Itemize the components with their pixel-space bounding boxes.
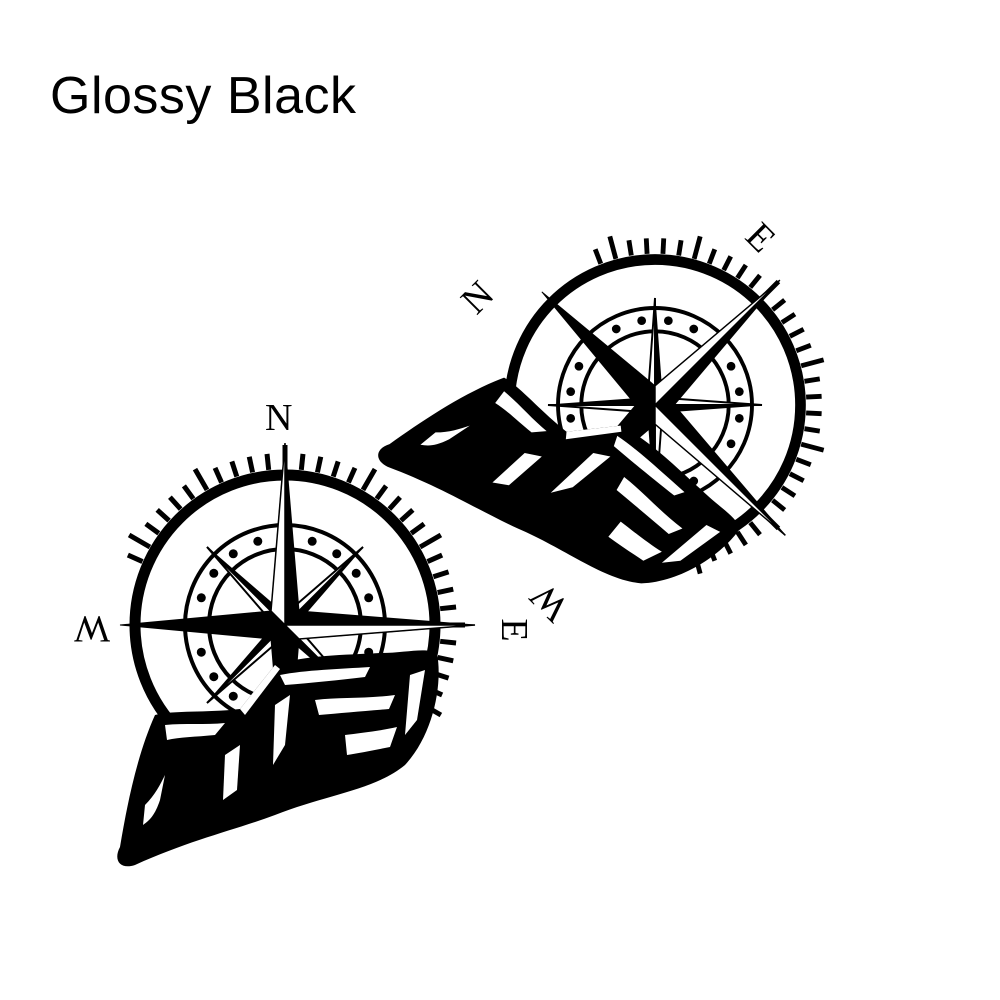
compass-decal-right <box>374 165 910 701</box>
color-title: Glossy Black <box>50 67 357 125</box>
east-label-right: E <box>737 215 783 261</box>
west-label-left: W <box>74 607 110 649</box>
north-label-right: N <box>453 273 502 322</box>
north-label-left: N <box>265 397 292 439</box>
compass-decal-left <box>117 443 475 866</box>
east-label-left: E <box>493 618 535 641</box>
